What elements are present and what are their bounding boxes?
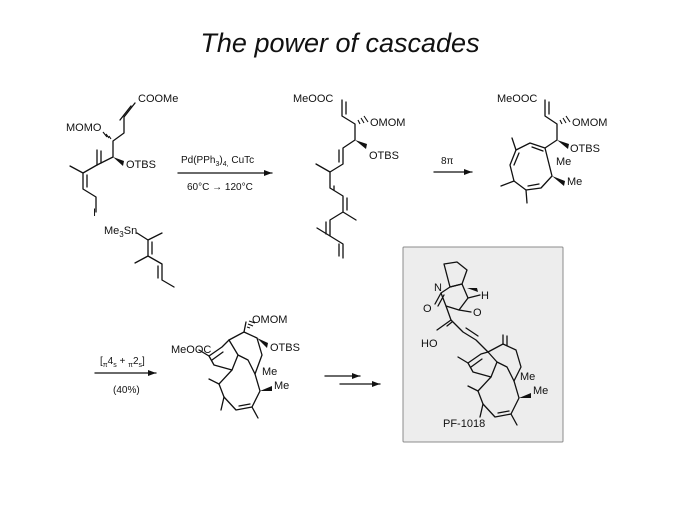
cyclooctatriene-intermediate: MeOOC OMOM OTBS Me Me xyxy=(497,93,607,204)
methyl-label: Me xyxy=(274,380,289,392)
ester-label: MeOOC xyxy=(293,93,333,105)
otbs-label: OTBS xyxy=(570,143,600,155)
hash-bond xyxy=(102,131,112,140)
omom-label: OMOM xyxy=(572,117,607,129)
otbs-label: OTBS xyxy=(369,150,399,162)
carbonyl-oxygen-label: O xyxy=(473,307,482,319)
target-box: N H O O HO Me Me PF-1018 xyxy=(402,246,564,443)
step2-arrow-group: 8π xyxy=(433,156,473,175)
nitrogen-label: N xyxy=(434,282,442,294)
step3-arrow-group: [π4s + π2s] (40%) xyxy=(94,356,157,396)
dienyl-stannane: Me3Sn xyxy=(104,225,175,288)
reagent-label: Pd(PPh3)4, CuTc xyxy=(181,155,254,168)
methyl-label: Me xyxy=(556,156,571,168)
ester-label: COOMe xyxy=(138,93,178,105)
hash-bond xyxy=(246,320,256,329)
momo-label: MOMO xyxy=(66,122,102,134)
methyl-label: Me xyxy=(520,371,535,383)
hash-bond xyxy=(559,115,571,125)
omom-label: OMOM xyxy=(252,314,287,326)
otbs-label: OTBS xyxy=(126,159,156,171)
slide-title: The power of cascades xyxy=(200,28,480,58)
hydrogen-label: H xyxy=(481,290,489,302)
cycloaddition-label: [π4s + π2s] xyxy=(100,356,145,369)
enol-label: HO xyxy=(421,338,438,350)
methyl-label: Me xyxy=(533,385,548,397)
hash-bond xyxy=(357,115,369,125)
omom-label: OMOM xyxy=(370,117,405,129)
tetraene-intermediate: MeOOC OMOM OTBS xyxy=(293,93,405,259)
tricyclic-cycloadduct: OMOM MeOOC OTBS Me Me xyxy=(171,314,300,419)
target-name-label: PF-1018 xyxy=(443,418,485,430)
trimethylstannyl-label: Me3Sn xyxy=(104,225,137,239)
otbs-label: OTBS xyxy=(270,342,300,354)
starting-material-iodide: COOMe MOMO OTBS I xyxy=(66,93,178,219)
step1-arrow-group: Pd(PPh3)4, CuTc 60°C → 120°C xyxy=(177,155,273,193)
iodide-label: I xyxy=(93,207,96,219)
carbonyl-oxygen-label: O xyxy=(423,303,432,315)
yield-label: (40%) xyxy=(113,385,140,396)
ester-label: MeOOC xyxy=(171,344,211,356)
electrocyclization-label: 8π xyxy=(441,156,454,167)
methyl-label: Me xyxy=(567,176,582,188)
temperature-label: 60°C → 120°C xyxy=(187,182,253,193)
methyl-label: Me xyxy=(262,366,277,378)
multistep-arrows xyxy=(324,373,381,387)
ester-label: MeOOC xyxy=(497,93,537,105)
